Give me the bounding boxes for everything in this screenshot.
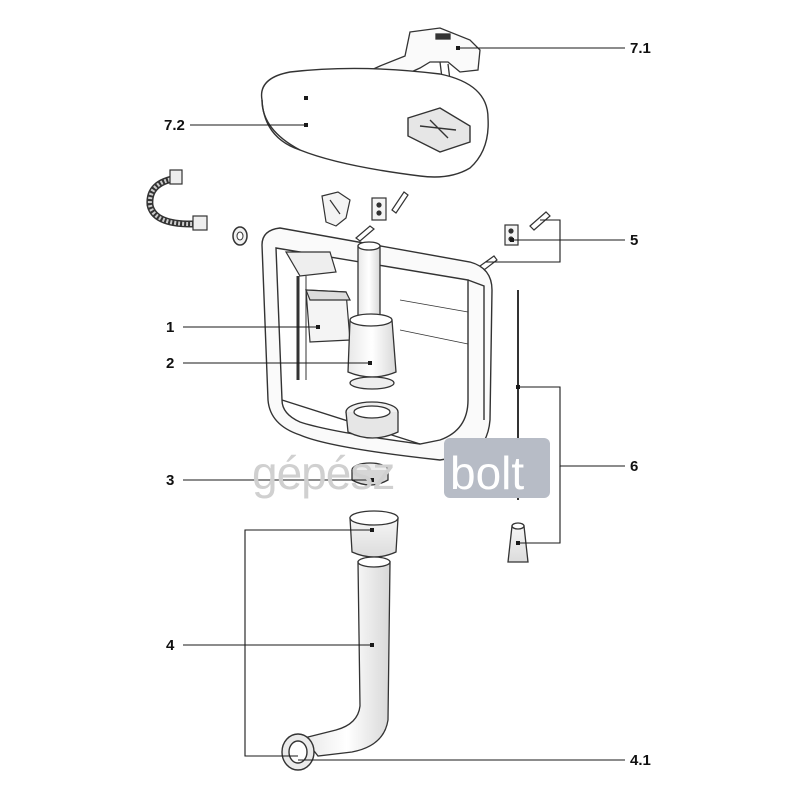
- watermark-text-gepesz: gépész: [252, 447, 395, 499]
- callout-6: 6: [630, 458, 639, 475]
- watermark-box: [444, 438, 550, 498]
- callout-1: 1: [166, 319, 175, 336]
- cone-seal: [349, 510, 399, 558]
- screw-anchor-pair: [355, 191, 409, 242]
- callout-4-1: 4.1: [630, 752, 651, 769]
- wall-clip: [371, 197, 387, 221]
- cistern-lid: [260, 67, 489, 178]
- callout-7-1: 7.1: [630, 40, 651, 57]
- flexible-hose: [146, 169, 208, 231]
- watermark: gépész bolt: [252, 438, 552, 502]
- mounting-bracket: [321, 191, 351, 227]
- callout-3: 3: [166, 472, 175, 489]
- callout-2: 2: [166, 355, 175, 372]
- leader-dots: [304, 46, 520, 647]
- callout-4: 4: [166, 637, 175, 654]
- washer: [232, 226, 248, 246]
- callout-7-2: 7.2: [164, 117, 185, 134]
- callout-5: 5: [630, 232, 639, 249]
- pipe-nut: [281, 733, 315, 771]
- watermark-text-bolt: bolt: [450, 447, 525, 499]
- fixing-set: [479, 211, 551, 271]
- flush-pipe: [302, 556, 391, 757]
- outlet-ring: [345, 401, 399, 439]
- gasket: [351, 462, 389, 486]
- leader-lines: [183, 47, 625, 761]
